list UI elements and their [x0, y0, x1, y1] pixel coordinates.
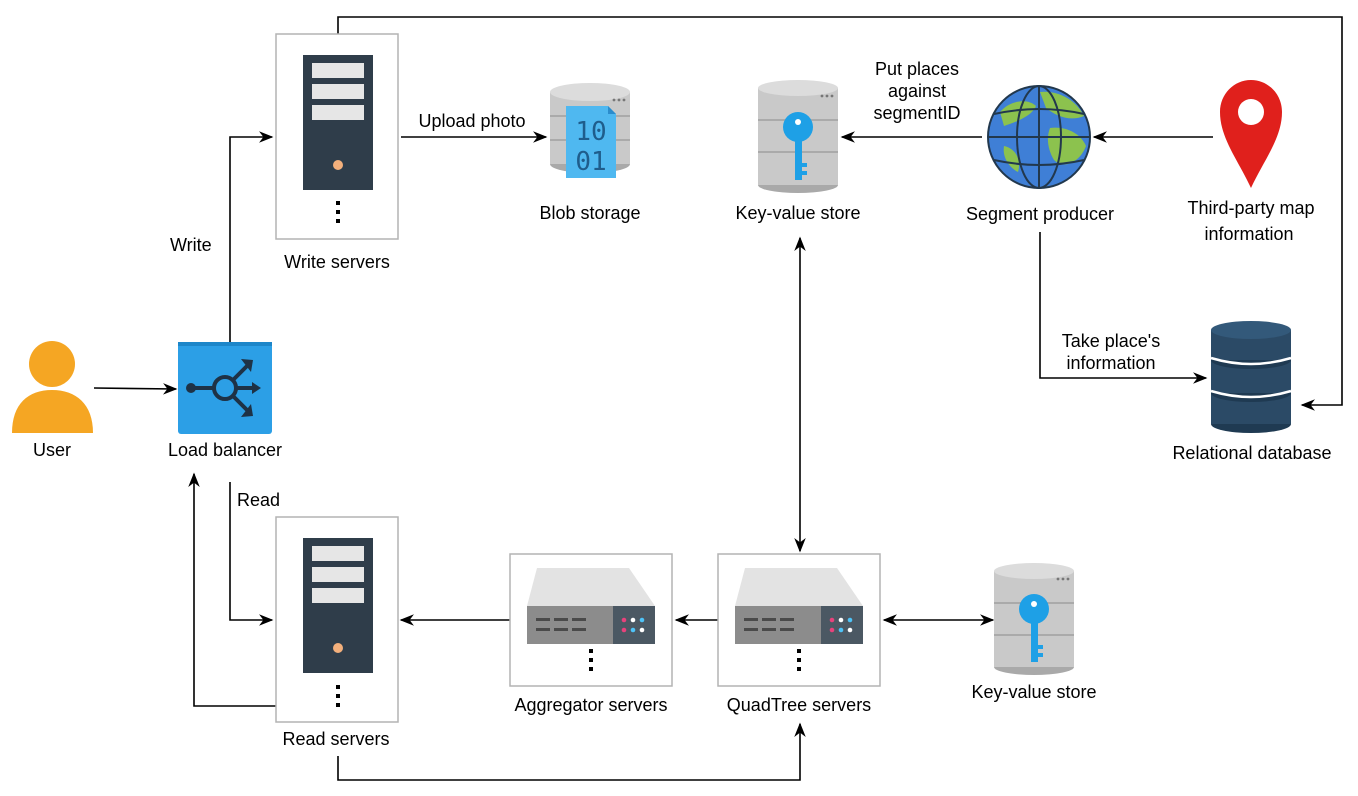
- edge-label-put-places-3: segmentID: [873, 103, 960, 123]
- server-tower-icon: [303, 538, 373, 673]
- kv-store-top-node: Key-value store: [735, 80, 861, 223]
- edge-user-to-loadbalancer: [93, 383, 178, 395]
- edge-label-put-places-2: against: [888, 81, 946, 101]
- third-party-label-1: Third-party map: [1187, 198, 1314, 218]
- globe-icon: [987, 85, 1091, 189]
- edge-read-servers-to-quadtree: [337, 722, 806, 781]
- binary-file-icon: 10 01: [566, 106, 616, 178]
- load-balancer-label: Load balancer: [168, 440, 282, 460]
- edge-lb-to-write-servers: [229, 131, 274, 342]
- segment-producer-label: Segment producer: [966, 204, 1114, 224]
- edge-label-take-place-1: Take place's: [1062, 331, 1161, 351]
- edge-lb-to-read-servers: [229, 482, 274, 626]
- relational-db-icon: [1210, 321, 1292, 433]
- connectors: [93, 16, 1343, 781]
- rack-server-icon: [527, 568, 655, 644]
- edge-label-upload-photo: Upload photo: [418, 111, 525, 131]
- edge-write-to-relational-db: [337, 16, 1343, 411]
- blob-storage-label: Blob storage: [539, 203, 640, 223]
- quadtree-servers-node: QuadTree servers: [717, 553, 881, 715]
- rack-server-icon: [735, 568, 863, 644]
- edge-label-read: Read: [237, 490, 280, 510]
- quadtree-servers-label: QuadTree servers: [727, 695, 871, 715]
- segment-producer-node: Segment producer: [966, 85, 1114, 224]
- relational-db-node: Relational database: [1172, 321, 1332, 463]
- aggregator-servers-node: Aggregator servers: [509, 553, 673, 715]
- relational-db-label: Relational database: [1172, 443, 1331, 463]
- more-servers-dots: [797, 649, 801, 671]
- write-servers-node: Write servers: [275, 33, 399, 272]
- edge-label-take-place-2: information: [1066, 353, 1155, 373]
- more-servers-dots: [336, 685, 340, 707]
- read-servers-label: Read servers: [282, 729, 389, 749]
- blob-storage-node: 10 01 Blob storage: [539, 83, 641, 223]
- aggregator-servers-label: Aggregator servers: [514, 695, 667, 715]
- edge-segment-to-relational-db: [1039, 232, 1208, 384]
- map-pin-icon: [1220, 80, 1282, 188]
- user-label: User: [33, 440, 71, 460]
- more-servers-dots: [336, 201, 340, 223]
- edge-read-servers-to-lb: [188, 472, 276, 707]
- user-icon: [12, 341, 93, 433]
- load-balancer-node: Load balancer: [168, 342, 282, 460]
- third-party-label-2: information: [1204, 224, 1293, 244]
- third-party-map-node: Third-party map information: [1187, 80, 1315, 244]
- edge-label-write: Write: [170, 235, 212, 255]
- server-tower-icon: [303, 55, 373, 190]
- write-servers-label: Write servers: [284, 252, 390, 272]
- key-icon: [1019, 594, 1049, 662]
- edge-label-put-places-1: Put places: [875, 59, 959, 79]
- kv-store-top-label: Key-value store: [735, 203, 860, 223]
- blob-bits-row2: 01: [575, 147, 606, 177]
- more-servers-dots: [589, 649, 593, 671]
- read-servers-node: Read servers: [275, 516, 399, 749]
- user-node: User: [12, 341, 93, 460]
- kv-store-bottom-label: Key-value store: [971, 682, 1096, 702]
- blob-bits-row1: 10: [575, 117, 606, 147]
- load-balancer-icon: [178, 342, 272, 434]
- kv-store-bottom-node: Key-value store: [971, 563, 1097, 702]
- key-icon: [783, 112, 813, 180]
